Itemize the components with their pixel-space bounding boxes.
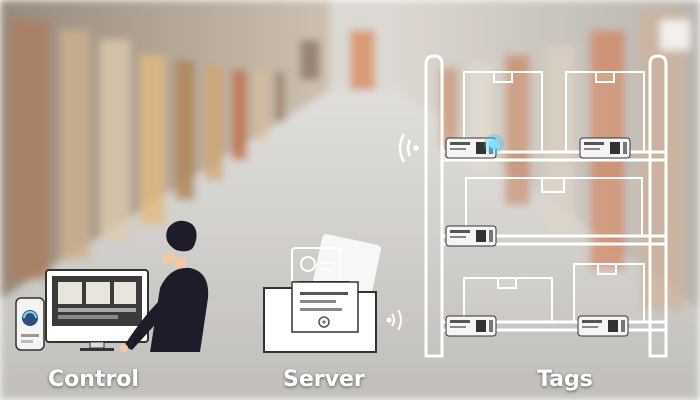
box-icon [463, 71, 645, 323]
computer-monitor-icon [45, 269, 149, 351]
electronic-shelf-label-icon [445, 137, 631, 337]
tag-glow [484, 134, 504, 154]
smartphone-icon [15, 297, 45, 351]
person-icon [120, 220, 209, 352]
folder-icon [263, 281, 377, 353]
wifi-signal-icon [398, 133, 419, 163]
wifi-signal-icon [386, 309, 402, 331]
server-label: Server [283, 367, 365, 392]
control-label: Control [48, 367, 139, 392]
tags-label: Tags [537, 367, 593, 392]
